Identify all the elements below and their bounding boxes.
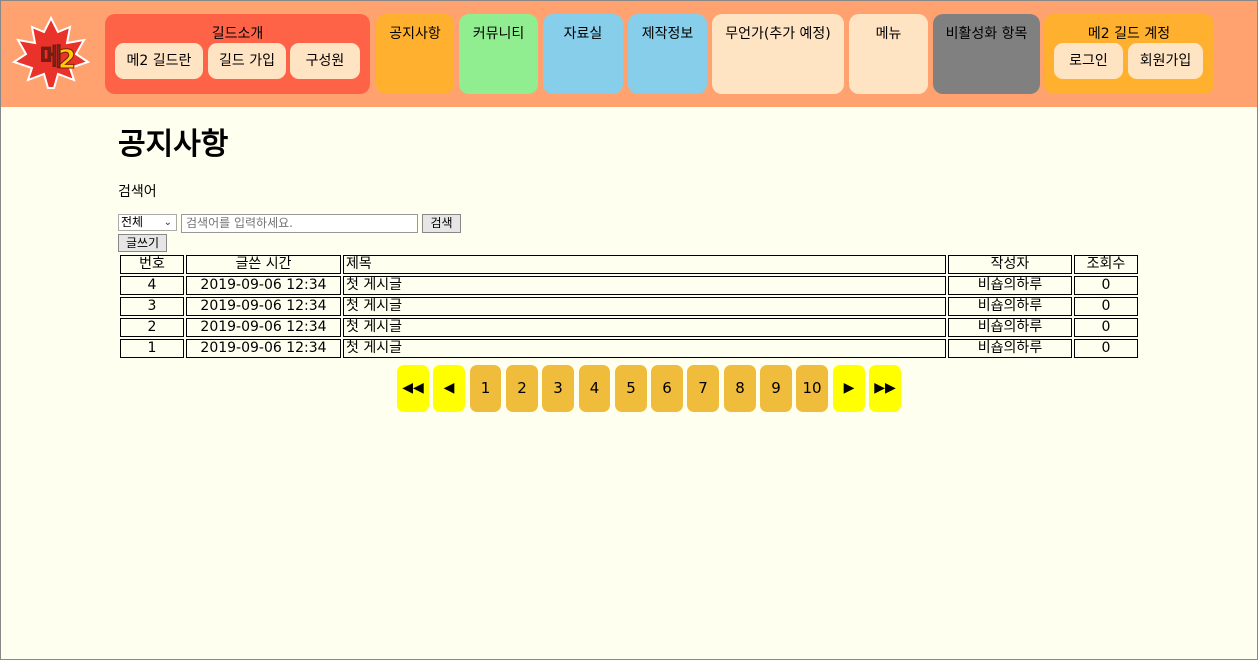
menu-disabled-item: 비활성화 항목 [933, 14, 1040, 94]
write-post-button[interactable]: 글쓰기 [118, 234, 167, 252]
svg-text:2: 2 [58, 45, 76, 75]
cell-views: 0 [1074, 276, 1138, 295]
cell-date: 2019-09-06 12:34 [186, 297, 341, 316]
cell-date: 2019-09-06 12:34 [186, 276, 341, 295]
table-row[interactable]: 4 2019-09-06 12:34 첫 게시글 비숍의하루 0 [120, 276, 1138, 295]
prev-page-button[interactable]: ◀ [433, 365, 465, 412]
cell-title[interactable]: 첫 게시글 [343, 318, 946, 337]
maple-leaf-logo[interactable]: 메 2 [12, 16, 90, 90]
notice-board-page: 공지사항 검색어 전체 ⌄ 검색어를 입력하세요. 검색 글쓰기 번호 글쓴 시… [0, 107, 1258, 660]
cell-author: 비숍의하루 [948, 339, 1072, 358]
cell-number: 4 [120, 276, 184, 295]
search-button[interactable]: 검색 [422, 214, 461, 233]
header-views: 조회수 [1074, 255, 1138, 274]
menu-guild-account-title: 메2 길드 계정 [1087, 26, 1171, 42]
first-page-button[interactable]: ◀◀ [397, 365, 429, 412]
header-author: 작성자 [948, 255, 1072, 274]
search-filter-select[interactable]: 전체 ⌄ [118, 214, 177, 231]
table-row[interactable]: 1 2019-09-06 12:34 첫 게시글 비숍의하루 0 [120, 339, 1138, 358]
cell-number: 2 [120, 318, 184, 337]
menu-guild-intro[interactable]: 길드소개 메2 길드란 길드 가입 구성원 [105, 14, 370, 94]
page-10-button[interactable]: 10 [796, 365, 828, 412]
submenu-guild-about[interactable]: 메2 길드란 [115, 43, 203, 79]
search-filter-value: 전체 [121, 215, 144, 229]
cell-number: 3 [120, 297, 184, 316]
page-3-button[interactable]: 3 [542, 365, 574, 412]
menu-something-planned[interactable]: 무언가(추가 예정) [712, 14, 844, 94]
page-7-button[interactable]: 7 [687, 365, 719, 412]
cell-date: 2019-09-06 12:34 [186, 339, 341, 358]
cell-author: 비숍의하루 [948, 276, 1072, 295]
svg-text:메: 메 [40, 43, 62, 71]
menu-production-info[interactable]: 제작정보 [628, 14, 707, 94]
notice-table: 번호 글쓴 시간 제목 작성자 조회수 4 2019-09-06 12:34 첫… [118, 253, 1140, 360]
cell-title[interactable]: 첫 게시글 [343, 276, 946, 295]
page-4-button[interactable]: 4 [579, 365, 610, 412]
cell-views: 0 [1074, 297, 1138, 316]
header-number: 번호 [120, 255, 184, 274]
menu-archive[interactable]: 자료실 [543, 14, 623, 94]
submenu-login[interactable]: 로그인 [1054, 43, 1123, 79]
cell-author: 비숍의하루 [948, 318, 1072, 337]
page-6-button[interactable]: 6 [651, 365, 683, 412]
menu-guild-intro-title: 길드소개 [211, 26, 264, 42]
cell-number: 1 [120, 339, 184, 358]
top-navigation-bar: 메 2 길드소개 메2 길드란 길드 가입 구성원 공지사항 커뮤니티 자료실 … [0, 0, 1258, 107]
last-page-button[interactable]: ▶▶ [869, 365, 901, 412]
page-1-button[interactable]: 1 [470, 365, 501, 412]
header-date: 글쓴 시간 [186, 255, 341, 274]
next-page-button[interactable]: ▶ [833, 365, 865, 412]
search-label: 검색어 [118, 184, 157, 200]
cell-title[interactable]: 첫 게시글 [343, 297, 946, 316]
table-row[interactable]: 2 2019-09-06 12:34 첫 게시글 비숍의하루 0 [120, 318, 1138, 337]
page-5-button[interactable]: 5 [615, 365, 647, 412]
page-title: 공지사항 [118, 127, 229, 162]
page-2-button[interactable]: 2 [506, 365, 538, 412]
menu-guild-account[interactable]: 메2 길드 계정 로그인 회원가입 [1044, 14, 1214, 94]
cell-author: 비숍의하루 [948, 297, 1072, 316]
page-8-button[interactable]: 8 [724, 365, 756, 412]
header-title: 제목 [343, 255, 946, 274]
cell-views: 0 [1074, 339, 1138, 358]
submenu-members[interactable]: 구성원 [290, 43, 360, 79]
cell-title[interactable]: 첫 게시글 [343, 339, 946, 358]
submenu-guild-join[interactable]: 길드 가입 [208, 43, 286, 79]
table-header-row: 번호 글쓴 시간 제목 작성자 조회수 [120, 255, 1138, 274]
menu-community[interactable]: 커뮤니티 [459, 14, 538, 94]
search-input[interactable]: 검색어를 입력하세요. [181, 214, 418, 233]
cell-date: 2019-09-06 12:34 [186, 318, 341, 337]
menu-notice[interactable]: 공지사항 [376, 14, 454, 94]
table-row[interactable]: 3 2019-09-06 12:34 첫 게시글 비숍의하루 0 [120, 297, 1138, 316]
menu-menu[interactable]: 메뉴 [849, 14, 928, 94]
cell-views: 0 [1074, 318, 1138, 337]
chevron-down-icon: ⌄ [163, 217, 172, 228]
submenu-signup[interactable]: 회원가입 [1128, 43, 1203, 79]
page-9-button[interactable]: 9 [760, 365, 792, 412]
